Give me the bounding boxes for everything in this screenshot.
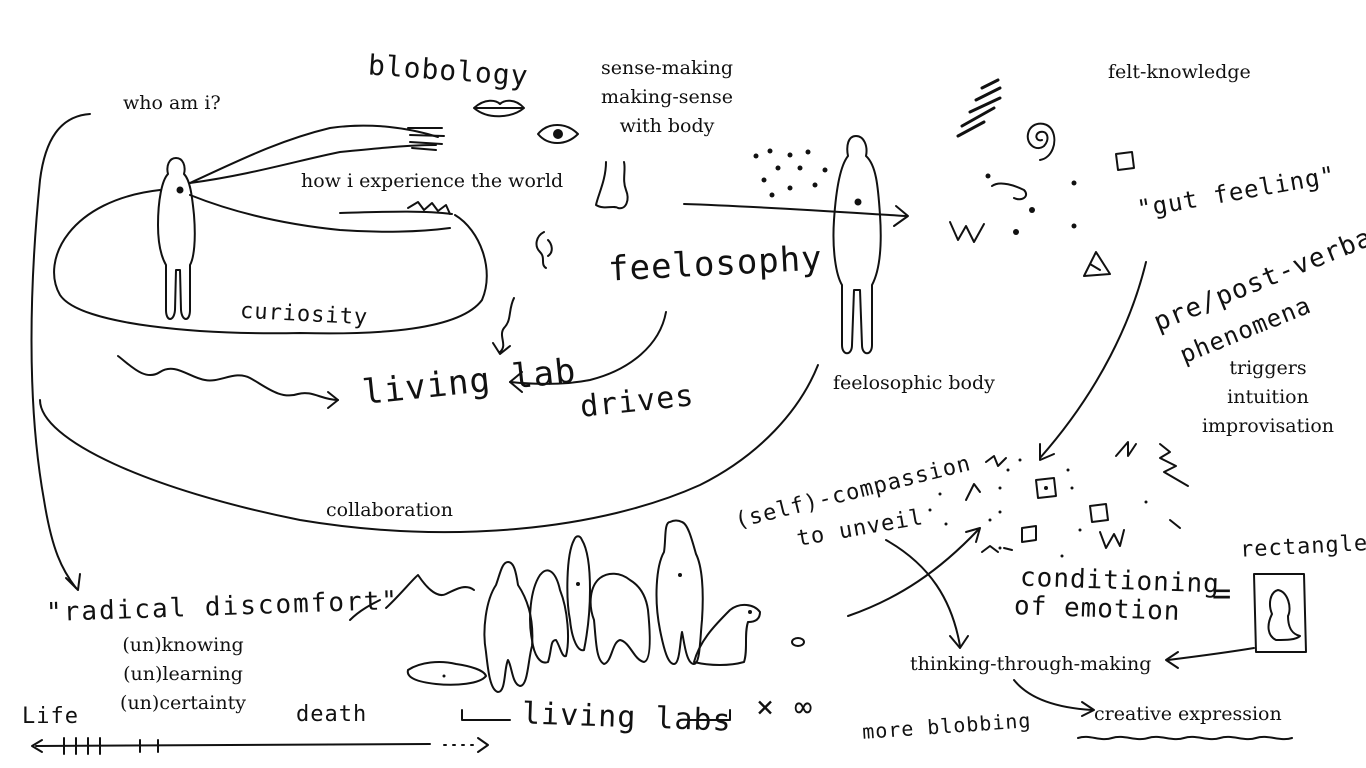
collaboration-arc <box>40 365 818 532</box>
label-felt-knowledge: felt-knowledge <box>1108 61 1251 83</box>
triangle-mark <box>1084 252 1110 276</box>
zigzag-mark <box>950 222 984 242</box>
arrow-blobs-to-emotion <box>848 530 978 616</box>
label-with-body: with body <box>619 115 715 137</box>
label-living-labs: living labs <box>521 696 733 739</box>
reaching-hand-upper <box>408 128 444 150</box>
timeline-start-arrow <box>32 740 42 752</box>
arrowhead-who-to-discomfort <box>66 574 80 590</box>
label-life: Life <box>22 704 79 729</box>
label-triggers: triggers <box>1229 357 1307 379</box>
label-making-sense: making-sense <box>601 86 733 108</box>
label-unlearning: (un)learning <box>123 663 243 685</box>
timeline-end-arrow <box>478 738 488 752</box>
spiral-icon <box>1028 124 1055 160</box>
dot-felt-2 <box>1071 180 1077 186</box>
arrowhead-blobs-to-emotion <box>966 528 980 542</box>
reaching-arm-upper <box>190 126 438 183</box>
label-unknowing-group: (un)knowing (un)learning (un)certainty <box>110 631 256 718</box>
label-times-infinity: × ∞ <box>756 690 814 725</box>
arrowhead-creative <box>1082 702 1094 716</box>
label-uncertainty: (un)certainty <box>120 692 246 714</box>
eye-pupil <box>554 130 562 138</box>
living-labs-blobs <box>350 521 804 693</box>
label-how-i-experience: how i experience the world <box>301 170 564 192</box>
timeline-line <box>36 744 430 746</box>
label-creative-expression: creative expression <box>1094 703 1282 725</box>
label-feelosophic-body: feelosophic body <box>833 372 995 394</box>
rectangles-frame <box>1254 574 1306 652</box>
dot-felt-1 <box>985 173 991 179</box>
square-icon <box>1116 152 1134 170</box>
arrow-to-creative <box>1014 680 1092 710</box>
nose-icon <box>596 162 628 208</box>
arrowhead-drives <box>510 372 522 392</box>
label-intuition: intuition <box>1227 386 1309 408</box>
label-sense-making-group: sense-making making-sense with body <box>594 54 740 141</box>
lips-icon <box>474 101 524 117</box>
label-sense-making: sense-making <box>601 57 733 79</box>
reaching-hand-lower <box>408 202 450 214</box>
arrow-phenomena-to-emotion <box>1040 262 1146 458</box>
label-who-am-i: who am i? <box>123 92 221 114</box>
eye-icon <box>538 125 578 143</box>
person-figure-center <box>833 136 880 353</box>
arrowhead-feelosophy <box>493 343 510 354</box>
arrow-rectangles-to-thinking <box>1168 648 1254 660</box>
person-dot-center <box>856 200 861 205</box>
label-collaboration: collaboration <box>326 499 453 521</box>
label-equals: = <box>1212 574 1233 612</box>
reaching-arm-lower-2 <box>340 212 452 214</box>
arrowhead-phenomena <box>1040 444 1054 460</box>
squiggle-arrow-feelosophy <box>500 298 514 352</box>
arrow-who-to-discomfort <box>32 114 91 588</box>
arrowhead-curiosity <box>328 392 338 408</box>
arrow-through-body <box>684 204 906 216</box>
creative-underline-wave <box>1078 737 1292 739</box>
reaching-arm-lower <box>190 195 450 232</box>
label-of-emotion: of emotion <box>1013 591 1182 627</box>
reaching-arm-upper-2 <box>190 145 436 183</box>
label-triggers-group: triggers intuition improvisation <box>1196 354 1340 441</box>
experience-loop <box>54 190 487 333</box>
person-figure-left <box>158 158 195 319</box>
arrowhead-to-thinking <box>950 636 968 648</box>
dot-felt-5 <box>1071 223 1077 229</box>
drives-arrow <box>510 312 666 384</box>
dot-felt-4 <box>1013 229 1019 235</box>
scribble-mark-1 <box>958 80 1000 136</box>
person-dot-left <box>178 188 183 193</box>
ear-icon <box>537 232 552 268</box>
label-thinking-through-making: thinking-through-making <box>910 653 1152 675</box>
emotion-cluster <box>928 442 1189 558</box>
arrowhead-through-body <box>894 206 908 226</box>
squiggle-arrow-curiosity <box>118 356 338 400</box>
label-improvisation: improvisation <box>1201 415 1335 437</box>
dot-felt-3 <box>1029 207 1035 213</box>
hook-mark <box>992 183 1026 199</box>
rectangles-figure <box>1269 590 1300 640</box>
timeline-ticks <box>64 738 158 754</box>
arrowhead-rectangles <box>1166 652 1178 668</box>
arrow-to-thinking <box>886 540 960 646</box>
sensation-dots <box>753 148 828 198</box>
living-labs-bracket <box>462 710 730 720</box>
label-death: death <box>296 702 368 727</box>
label-unknowing: (un)knowing <box>122 634 244 656</box>
